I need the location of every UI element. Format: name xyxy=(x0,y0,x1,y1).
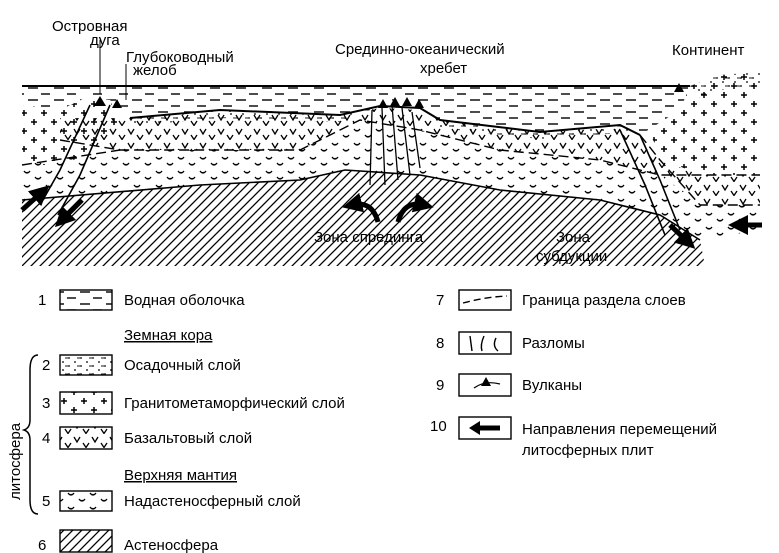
volcano-icon xyxy=(378,99,388,108)
ridge-faults xyxy=(369,104,421,186)
label-island-arc-line1: Островная xyxy=(52,18,127,35)
legend-number: 8 xyxy=(436,335,444,352)
volcano-icon xyxy=(674,83,684,92)
legend: 1 Водная оболочка Земная кора 2 Осадочны… xyxy=(7,289,717,553)
leader-lines xyxy=(99,40,127,100)
sediment-layer xyxy=(130,72,760,139)
legend-number: 9 xyxy=(436,377,444,394)
legend-label-volcano: Вулканы xyxy=(522,377,582,394)
arrow-icon xyxy=(54,198,84,228)
legend-swatch-sediment xyxy=(59,354,113,376)
legend-swatch-granite xyxy=(59,391,113,415)
cross-section: Островная дуга Глубоководный желоб Среди… xyxy=(20,18,762,266)
volcano-icon xyxy=(94,96,106,106)
legend-heading-mantle: Верхняя мантия xyxy=(124,467,237,484)
legend-label-arrow-line1: Направления перемещений xyxy=(522,421,717,438)
arrow-head-icon xyxy=(469,421,480,435)
layer-boundary xyxy=(639,134,760,206)
label-trench-line1: Глубоководный xyxy=(126,49,234,66)
legend-label-water: Водная оболочка xyxy=(124,292,245,309)
plate-motion-arrows xyxy=(20,185,762,249)
subduction-slab-right xyxy=(619,129,681,236)
legend-swatch-astheno xyxy=(59,529,113,553)
legend-label-sediment: Осадочный слой xyxy=(124,357,241,374)
legend-number: 6 xyxy=(38,537,46,553)
label-island-arc-line2: дуга xyxy=(90,32,120,49)
lithosphere-label: литосфера xyxy=(7,422,24,500)
faults-icon xyxy=(469,335,499,352)
label-ridge-line2: хребет xyxy=(420,60,467,77)
layer-boundary xyxy=(59,119,760,176)
legend-swatch-supra xyxy=(59,490,113,512)
volcano-icon xyxy=(390,97,400,106)
legend-label-faults: Разломы xyxy=(522,335,585,352)
legend-swatch-faults xyxy=(458,331,512,355)
label-subduction-zone-line1: Зона xyxy=(556,229,591,246)
boundary-line-icon xyxy=(462,295,508,304)
legend-heading-crust: Земная кора xyxy=(124,327,213,344)
label-spreading-zone: Зона спрединга xyxy=(314,229,424,246)
layer-boundary xyxy=(21,149,121,166)
legend-label-boundary: Граница раздела слоев xyxy=(522,292,686,309)
legend-number: 1 xyxy=(38,292,46,309)
legend-label-astheno: Астеносфера xyxy=(124,537,219,553)
spreading-arrows xyxy=(342,192,434,223)
volcano-icons xyxy=(94,83,684,108)
legend-label-basalt: Базальтовый слой xyxy=(124,430,252,447)
label-subduction-zone-line2: субдукции xyxy=(536,248,607,265)
legend-swatch-water xyxy=(59,289,113,311)
legend-label-supra: Надастеносферный слой xyxy=(124,493,301,510)
legend-number: 10 xyxy=(430,418,447,435)
granite-layer-continent xyxy=(650,72,760,175)
legend-swatch-boundary xyxy=(458,289,512,311)
arrow-icon xyxy=(20,185,50,212)
volcano-icon xyxy=(414,99,424,108)
volcano-icon xyxy=(481,377,491,386)
label-continent: Континент xyxy=(672,42,745,59)
volcano-icon xyxy=(402,97,412,106)
legend-label-arrow-line2: литосферных плит xyxy=(522,442,654,459)
legend-number: 5 xyxy=(42,493,50,510)
arrow-icon xyxy=(668,223,696,249)
lithosphere-brace xyxy=(21,354,39,515)
legend-number: 2 xyxy=(42,357,50,374)
volcano-icon xyxy=(112,99,122,108)
layer-boundary xyxy=(21,169,701,241)
legend-number: 4 xyxy=(42,430,50,447)
legend-number: 3 xyxy=(42,395,50,412)
legend-swatch-basalt xyxy=(59,426,113,450)
label-ridge-line1: Срединно-океанический xyxy=(335,41,505,58)
granite-layer-arc xyxy=(22,98,120,165)
label-trench-line2: желоб xyxy=(133,62,177,79)
legend-number: 7 xyxy=(436,292,444,309)
legend-label-granite: Гранитометаморфический слой xyxy=(124,395,345,412)
